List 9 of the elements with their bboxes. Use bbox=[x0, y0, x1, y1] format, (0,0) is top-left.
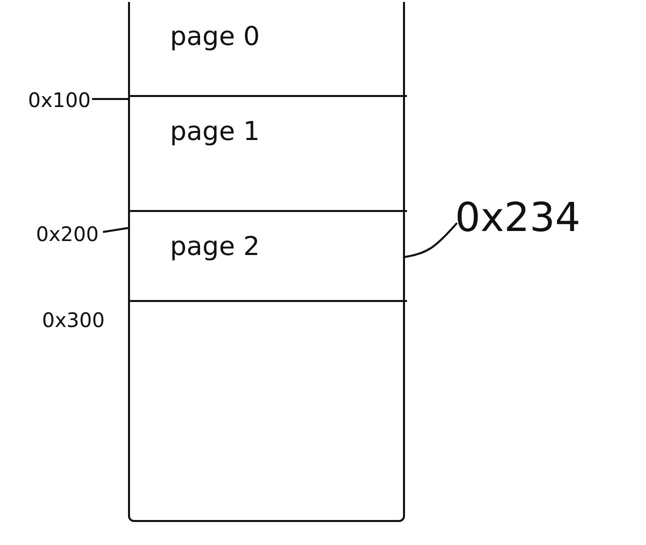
page-label: page 1 bbox=[170, 117, 260, 147]
address-label: 0x300 bbox=[42, 308, 105, 332]
leader-line bbox=[404, 222, 458, 258]
page-label: page 2 bbox=[170, 232, 260, 262]
address-label: 0x200 bbox=[36, 222, 99, 246]
memory-column bbox=[128, 2, 405, 522]
address-text: 0x234 bbox=[455, 195, 580, 241]
page-label: page 0 bbox=[170, 22, 260, 52]
address-label: 0x100 bbox=[28, 88, 91, 112]
